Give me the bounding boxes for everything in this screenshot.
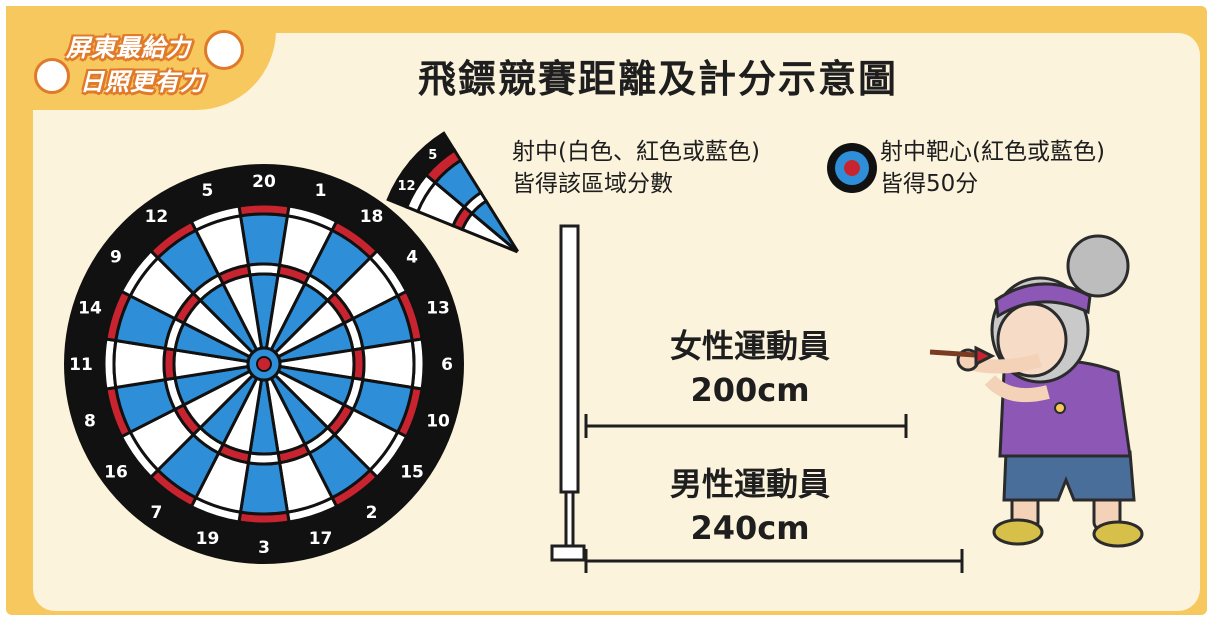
dartboard-number: 18 [360, 207, 384, 227]
dartboard-number: 16 [104, 463, 128, 483]
page-title: 飛鏢競賽距離及計分示意圖 [418, 57, 899, 101]
dartboard-number: 13 [426, 298, 450, 318]
mascot-icon [204, 30, 244, 70]
female-label: 女性運動員 [669, 327, 830, 365]
dartboard-number: 2 [366, 503, 378, 523]
badge-line-1: 屏東最給力 [66, 34, 191, 62]
dartboard-number: 15 [400, 463, 424, 483]
male-label: 男性運動員 [669, 465, 830, 503]
dartboard-number: 5 [202, 181, 214, 201]
female-value: 200cm [690, 371, 810, 409]
throw-line-post [550, 224, 586, 562]
bull-note-line-2: 皆得50分 [880, 171, 979, 197]
dartboard-number: 12 [145, 207, 169, 227]
dartboard-number: 9 [110, 247, 122, 267]
dartboard-number: 1 [315, 181, 327, 201]
dartboard-number: 8 [84, 412, 96, 432]
bull-note-line-1: 射中靶心(紅色或藍色) [880, 139, 1105, 165]
female-distance: 女性運動員 200cm [640, 324, 860, 412]
dartboard-number: 20 [252, 172, 276, 192]
male-distance: 男性運動員 240cm [640, 462, 860, 550]
dartboard: 20 1 18 4 13 6 10 15 2 17 3 19 7 16 8 11 14 9 12 5 [64, 164, 464, 564]
wedge-number: 5 [428, 148, 437, 163]
male-distance-line [584, 549, 964, 573]
dartboard-segment-icon: 5 12 [386, 131, 520, 254]
bullseye-scoring-note: 射中靶心(紅色或藍色) 皆得50分 [880, 136, 1105, 200]
segment-note-line-1: 射中(白色、紅色或藍色) [512, 139, 760, 165]
dartboard-number: 6 [441, 355, 453, 375]
elderly-dart-thrower-illustration [929, 234, 1144, 548]
logo-badge: 屏東最給力 日照更有力 [6, 6, 276, 110]
wedge-inner-single [469, 199, 520, 253]
segment-scoring-note: 射中(白色、紅色或藍色) 皆得該區域分數 [512, 136, 760, 200]
inner-bull [256, 356, 272, 372]
bullseye-icon [827, 143, 877, 193]
dartboard-number: 14 [78, 298, 102, 318]
dartboard-number: 4 [406, 247, 418, 267]
dartboard-number: 19 [196, 529, 220, 549]
dartboard-number: 10 [426, 412, 450, 432]
badge-line-2: 日照更有力 [80, 68, 205, 96]
dartboard-number: 3 [258, 538, 270, 558]
male-value: 240cm [690, 509, 810, 547]
segment-note-line-2: 皆得該區域分數 [512, 171, 673, 197]
dartboard-number: 17 [309, 529, 333, 549]
dartboard-number: 11 [69, 355, 93, 375]
mascot-icon [34, 58, 70, 94]
dartboard-number: 7 [151, 503, 163, 523]
female-distance-line [584, 414, 908, 438]
wedge-number: 12 [398, 179, 416, 194]
